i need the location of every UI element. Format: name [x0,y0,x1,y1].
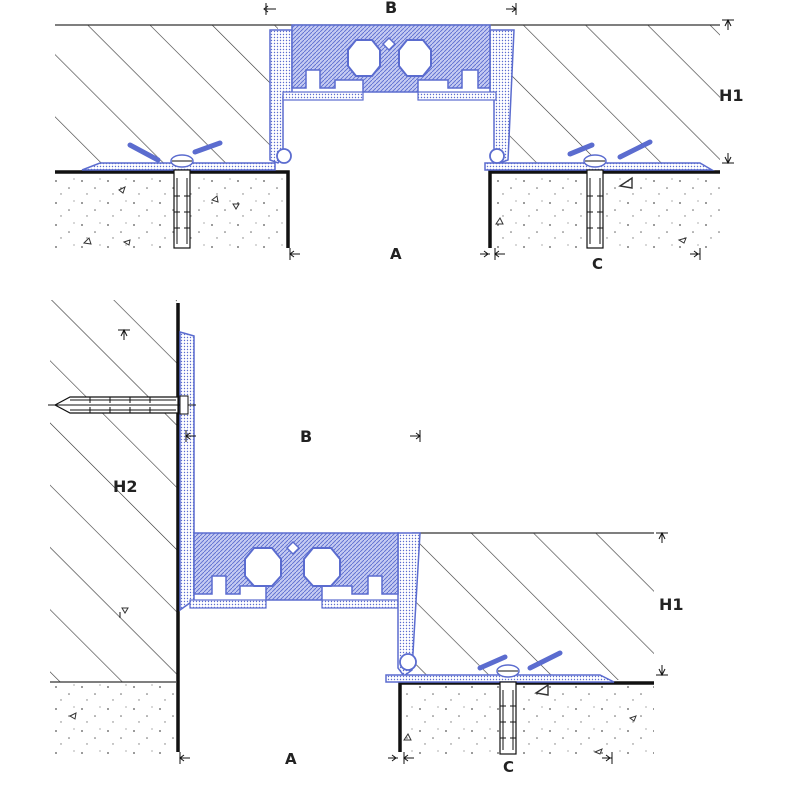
top-label-h1: H1 [719,86,744,105]
bottom-substrate-edge-right [398,681,654,752]
top-anchor-left [127,140,223,249]
top-label-a: A [390,245,402,263]
bottom-dimension-lines [118,328,668,764]
top-substrate-right [492,173,720,251]
top-rubber-insert [291,24,491,93]
bottom-label-h1: H1 [659,595,684,614]
top-substrate-left [55,173,287,251]
bottom-label-h2: H2 [113,477,138,496]
top-slab-left [55,25,278,170]
bottom-label-b: B [300,427,312,446]
top-substrate-edge-right [488,170,720,248]
bottom-profile-flange-right [385,674,615,683]
top-aggregate [82,176,687,246]
bottom-label-c: C [503,758,514,776]
bottom-slab-right [412,533,654,680]
top-label-c: C [592,255,603,273]
bottom-detail: B H2 H1 A C [48,300,684,776]
bottom-wall [50,300,177,682]
top-substrate-edge-left [55,170,290,248]
bottom-rubber-insert [193,532,399,601]
top-detail: B H1 A C [55,0,744,273]
top-slab-right [508,25,720,170]
bottom-label-a: A [285,750,297,768]
bottom-anchor-right [477,650,563,755]
top-anchor-right [567,139,653,249]
bottom-anchor-wall [48,395,196,415]
bottom-aggregate [68,607,637,755]
top-label-b: B [385,0,397,17]
bottom-profile-wall-leg [179,331,195,612]
top-dimension-lines [263,3,734,260]
